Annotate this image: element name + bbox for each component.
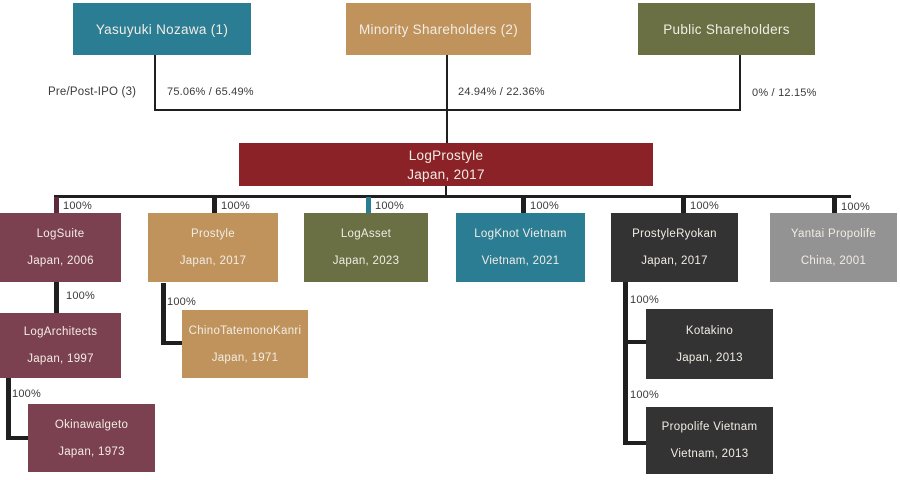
ownership-label-chino: 100% [167, 296, 196, 308]
company-box-okinawa: Okinawalgeto Japan, 1973 [28, 404, 155, 472]
connector-ryokan-propolife-elbow [623, 441, 646, 445]
connector-prostyle-chino-elbow [161, 341, 182, 345]
connector-tick-logknot [521, 197, 526, 213]
company-detail: Japan, 1973 [58, 445, 125, 458]
connector-root-drop [445, 186, 447, 197]
connector-ryokan-kotakino-elbow [623, 340, 646, 344]
connector-logsuite-logarchitects [54, 282, 59, 313]
connector-logarchitects-okinawa-elbow [6, 436, 28, 440]
shareholder-box-minority: Minority Shareholders (2) [346, 3, 531, 55]
ownership-label-yantai: 100% [841, 201, 870, 213]
connector-ryokan-children-vertical [623, 282, 628, 445]
company-name: Prostyle [191, 228, 235, 240]
ownership-label-logarchitects: 100% [66, 290, 95, 302]
connector-public-drop [739, 55, 741, 110]
company-name: ChinoTatemonoKanri [188, 324, 302, 337]
company-name: LogArchitects [23, 326, 98, 338]
ipo-note: Pre/Post-IPO (3) [48, 86, 137, 98]
company-name: ProstyleRyokan [632, 228, 717, 240]
connector-minority-drop [446, 55, 448, 143]
ownership-label-logsuite: 100% [63, 200, 92, 212]
shareholder-label: Minority Shareholders (2) [358, 21, 519, 37]
ownership-label-prostyleryokan: 100% [690, 200, 719, 212]
company-detail: China, 2001 [800, 255, 867, 267]
company-name: Propolife Vietnam [661, 421, 758, 433]
company-name: LogAsset [340, 228, 392, 240]
company-name: LogSuite [36, 228, 85, 240]
shareholder-label: Yasuyuki Nozawa (1) [95, 21, 229, 37]
company-box-logarchitects: LogArchitects Japan, 1997 [0, 313, 121, 378]
connector-prostyle-chino-vertical [161, 283, 166, 345]
company-detail: Japan, 2006 [27, 255, 94, 267]
company-box-propolife: Propolife Vietnam Vietnam, 2013 [646, 407, 773, 474]
company-detail: Vietnam, 2013 [670, 448, 749, 460]
company-box-logprostyle: LogProstyle Japan, 2017 [239, 143, 653, 186]
connector-nozawa-drop [154, 55, 156, 110]
company-detail: Japan, 1997 [27, 353, 94, 365]
company-box-prostyle: Prostyle Japan, 2017 [148, 213, 278, 282]
company-box-yantai: Yantai Propolife China, 2001 [770, 213, 897, 282]
stake-label-public: 0% / 12.15% [752, 87, 817, 99]
company-box-logsuite: LogSuite Japan, 2006 [0, 213, 121, 282]
stake-label-minority: 24.94% / 22.36% [458, 86, 545, 98]
connector-subsidiaries-bus [54, 195, 851, 198]
company-name: LogProstyle [408, 147, 484, 163]
connector-logarchitects-okinawa-vertical [6, 378, 11, 440]
shareholder-box-public: Public Shareholders [638, 3, 815, 55]
connector-tick-prostyleryokan [681, 197, 686, 213]
company-detail: Japan, 2013 [676, 351, 743, 364]
company-detail: Japan, 2023 [332, 255, 400, 267]
company-detail: Japan, 2017 [179, 255, 247, 267]
ownership-label-propolife: 100% [630, 389, 659, 401]
company-name: Okinawalgeto [54, 418, 129, 431]
connector-tick-logasset [366, 197, 371, 213]
company-detail: Japan, 2017 [641, 255, 708, 267]
connector-tick-prostyle [212, 197, 217, 213]
company-box-kotakino: Kotakino Japan, 2013 [646, 309, 773, 379]
connector-shareholders-horizontal [154, 109, 741, 111]
company-name: LogKnot Vietnam [474, 228, 567, 240]
company-box-chino: ChinoTatemonoKanri Japan, 1971 [182, 310, 308, 378]
ownership-label-okinawa: 100% [12, 388, 41, 400]
connector-tick-yantai [832, 197, 837, 213]
company-box-prostyleryokan: ProstyleRyokan Japan, 2017 [611, 213, 738, 282]
company-box-logknot: LogKnot Vietnam Vietnam, 2021 [456, 213, 585, 282]
company-name: Yantai Propolife [790, 228, 877, 240]
stake-label-nozawa: 75.06% / 65.49% [167, 86, 254, 98]
company-detail: Vietnam, 2021 [481, 255, 560, 267]
company-box-logasset: LogAsset Japan, 2023 [304, 213, 428, 282]
shareholder-label: Public Shareholders [663, 21, 790, 37]
company-detail: Japan, 2017 [407, 166, 485, 182]
ownership-label-logasset: 100% [375, 200, 404, 212]
company-detail: Japan, 1971 [211, 351, 279, 364]
ownership-label-prostyle: 100% [221, 200, 250, 212]
shareholder-box-nozawa: Yasuyuki Nozawa (1) [73, 3, 251, 55]
ownership-label-kotakino: 100% [630, 294, 659, 306]
company-name: Kotakino [685, 324, 734, 337]
connector-tick-logsuite [54, 197, 59, 213]
ownership-label-logknot: 100% [530, 200, 559, 212]
